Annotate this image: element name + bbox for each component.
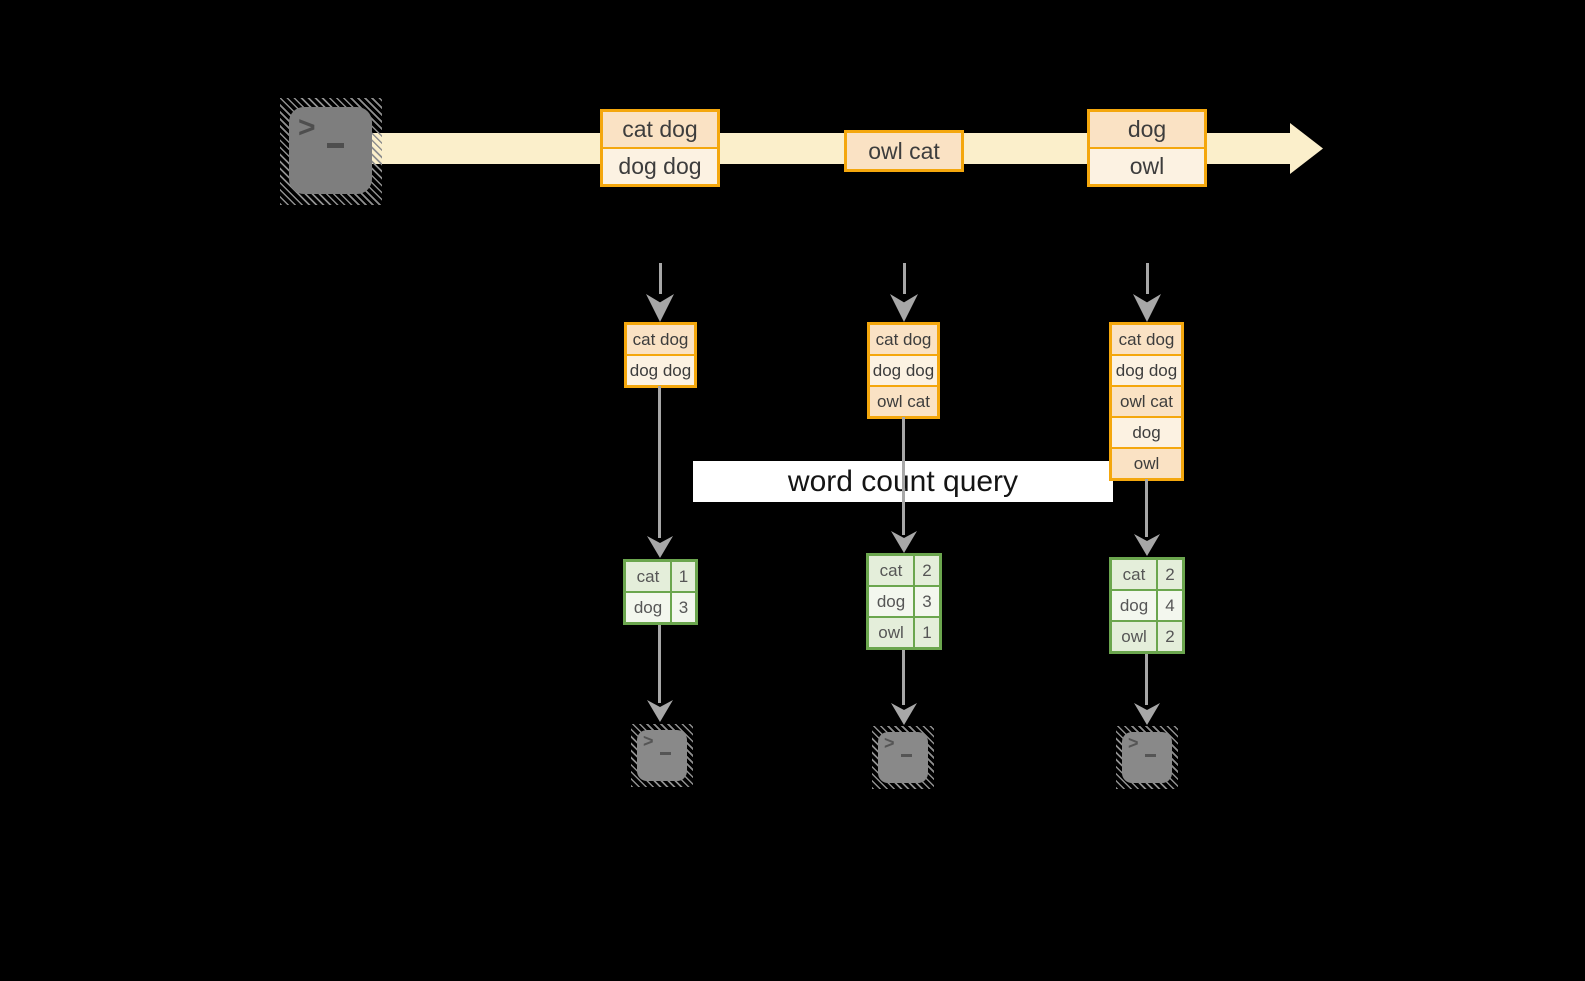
word-count-table: cat 2 dog 4 owl 2 — [1109, 557, 1185, 654]
stream-sink: > — [1116, 726, 1178, 789]
down-arrowhead-icon — [646, 294, 674, 322]
dashed-arrow-line — [903, 263, 906, 294]
stream-event-line: owl — [1090, 149, 1204, 184]
count-cell: 3 — [915, 587, 939, 616]
terminal-prompt-icon: > — [884, 733, 895, 753]
arrow-line — [1145, 479, 1148, 537]
dashed-arrow-line — [659, 263, 662, 294]
stream-event-line: cat dog — [603, 112, 717, 147]
down-arrowhead-icon — [891, 703, 917, 725]
event-buffer: cat dog dog dog owl cat dog owl — [1109, 322, 1184, 481]
word-cell: cat — [1112, 560, 1156, 589]
count-cell: 4 — [1158, 591, 1182, 620]
word-cell: dog — [869, 587, 913, 616]
arrow-line — [1145, 654, 1148, 705]
buffer-line: dog — [1112, 418, 1181, 447]
count-cell: 2 — [1158, 560, 1182, 589]
buffer-line: dog dog — [870, 356, 937, 385]
stream-event-box: cat dog dog dog — [600, 109, 720, 187]
count-cell: 2 — [915, 556, 939, 585]
buffer-line: cat dog — [627, 325, 694, 354]
stream-sink: > — [631, 724, 693, 787]
word-cell: owl — [869, 618, 913, 647]
down-arrowhead-icon — [1134, 534, 1160, 556]
stream-arrowhead-icon — [1290, 123, 1323, 174]
event-buffer: cat dog dog dog owl cat — [867, 322, 940, 419]
down-arrowhead-icon — [1134, 703, 1160, 725]
buffer-line: cat dog — [870, 325, 937, 354]
buffer-line: cat dog — [1112, 325, 1181, 354]
terminal-icon: > — [1122, 732, 1172, 783]
count-cell: 3 — [672, 593, 695, 622]
dashed-arrow-line — [1146, 263, 1149, 294]
word-count-table: cat 1 dog 3 — [623, 559, 698, 625]
terminal-icon: > — [637, 730, 687, 781]
arrow-line — [902, 417, 905, 535]
buffer-line: owl cat — [870, 387, 937, 416]
word-count-table: cat 2 dog 3 owl 1 — [866, 553, 942, 650]
buffer-line: dog dog — [627, 356, 694, 385]
buffer-line: owl — [1112, 449, 1181, 478]
count-cell: 1 — [915, 618, 939, 647]
stream-event-box: dog owl — [1087, 109, 1207, 187]
buffer-line: owl cat — [1112, 387, 1181, 416]
word-cell: owl — [1112, 622, 1156, 651]
stream-event-line: dog — [1090, 112, 1204, 147]
stream-event-box: owl cat — [844, 130, 964, 172]
arrow-line — [658, 625, 661, 703]
event-buffer: cat dog dog dog — [624, 322, 697, 388]
down-arrowhead-icon — [647, 536, 673, 558]
stream-event-line: owl cat — [847, 133, 961, 169]
arrow-line — [658, 386, 661, 538]
stream-event-line: dog dog — [603, 149, 717, 184]
down-arrowhead-icon — [890, 294, 918, 322]
terminal-cursor-icon — [1145, 754, 1156, 757]
down-arrowhead-icon — [1133, 294, 1161, 322]
terminal-cursor-icon — [327, 143, 344, 148]
word-cell: cat — [626, 562, 670, 591]
terminal-prompt-icon: > — [643, 731, 654, 751]
word-cell: dog — [1112, 591, 1156, 620]
terminal-cursor-icon — [660, 752, 671, 755]
buffer-line: dog dog — [1112, 356, 1181, 385]
terminal-icon: > — [289, 107, 372, 194]
terminal-prompt-icon: > — [298, 111, 316, 144]
count-cell: 1 — [672, 562, 695, 591]
terminal-icon: > — [878, 732, 928, 783]
terminal-cursor-icon — [901, 754, 912, 757]
word-cell: dog — [626, 593, 670, 622]
arrow-line — [902, 650, 905, 705]
down-arrowhead-icon — [647, 700, 673, 722]
stream-sink: > — [872, 726, 934, 789]
word-cell: cat — [869, 556, 913, 585]
count-cell: 2 — [1158, 622, 1182, 651]
terminal-prompt-icon: > — [1128, 733, 1139, 753]
stream-source: > — [280, 98, 382, 205]
